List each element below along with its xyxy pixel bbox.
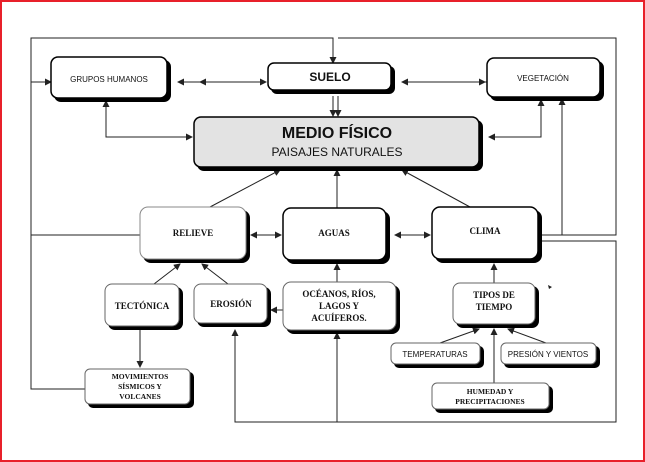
node-label: AGUAS bbox=[318, 228, 350, 238]
node-label-line: MOVIMIENTOS bbox=[112, 372, 169, 381]
node-label-line: VOLCANES bbox=[119, 392, 161, 401]
node-clima[interactable]: CLIMA bbox=[431, 206, 542, 263]
node-medio-fisico[interactable]: MEDIO FÍSICO PAISAJES NATURALES bbox=[193, 116, 483, 171]
node-label: RELIEVE bbox=[173, 228, 214, 238]
node-oceanos[interactable]: OCÉANOS, RÍOS, LAGOS Y ACUÍFEROS. bbox=[282, 281, 400, 334]
node-humedad[interactable]: HUMEDAD Y PRECIPITACIONES bbox=[431, 382, 553, 413]
node-label-line: HUMEDAD Y bbox=[467, 387, 514, 396]
node-temperaturas[interactable]: TEMPERATURAS bbox=[390, 342, 484, 368]
central-subtitle: PAISAJES NATURALES bbox=[272, 145, 403, 159]
node-movimientos-sismicos[interactable]: MOVIMIENTOS SÍSMICOS Y VOLCANES bbox=[84, 368, 194, 408]
node-vegetacion[interactable]: VEGETACIÓN bbox=[486, 57, 604, 101]
node-label: SUELO bbox=[309, 70, 350, 84]
node-label-line: PRECIPITACIONES bbox=[455, 397, 524, 406]
node-label: TEMPERATURAS bbox=[402, 350, 467, 359]
central-title: MEDIO FÍSICO bbox=[282, 123, 392, 142]
connectors bbox=[30, 37, 617, 423]
node-label-line: ACUÍFEROS. bbox=[311, 313, 366, 323]
node-tectonica[interactable]: TECTÓNICA bbox=[104, 283, 183, 330]
node-label-line: SÍSMICOS Y bbox=[118, 381, 162, 391]
node-label-line: LAGOS Y bbox=[319, 301, 359, 311]
node-label: EROSIÓN bbox=[210, 299, 252, 309]
node-tipos-de-tiempo[interactable]: TIPOS DE TIEMPO bbox=[452, 282, 539, 328]
node-label: TECTÓNICA bbox=[115, 301, 170, 311]
node-label: PRESIÓN Y VIENTOS bbox=[508, 350, 588, 359]
node-label-line: TIEMPO bbox=[476, 302, 513, 312]
node-label-line: TIPOS DE bbox=[473, 290, 515, 300]
node-suelo[interactable]: SUELO bbox=[267, 62, 395, 94]
node-label: VEGETACIÓN bbox=[517, 74, 569, 83]
node-presion-y-vientos[interactable]: PRESIÓN Y VIENTOS bbox=[500, 342, 600, 368]
node-aguas[interactable]: AGUAS bbox=[282, 207, 390, 264]
node-grupos-humanos[interactable]: GRUPOS HUMANOS bbox=[50, 56, 171, 102]
node-label: GRUPOS HUMANOS bbox=[70, 75, 148, 84]
node-label: CLIMA bbox=[470, 226, 501, 236]
node-erosion[interactable]: EROSIÓN bbox=[193, 283, 271, 327]
node-relieve[interactable]: RELIEVE bbox=[139, 206, 250, 263]
stray-arrow-mark bbox=[548, 285, 552, 289]
node-label-line: OCÉANOS, RÍOS, bbox=[302, 289, 375, 299]
